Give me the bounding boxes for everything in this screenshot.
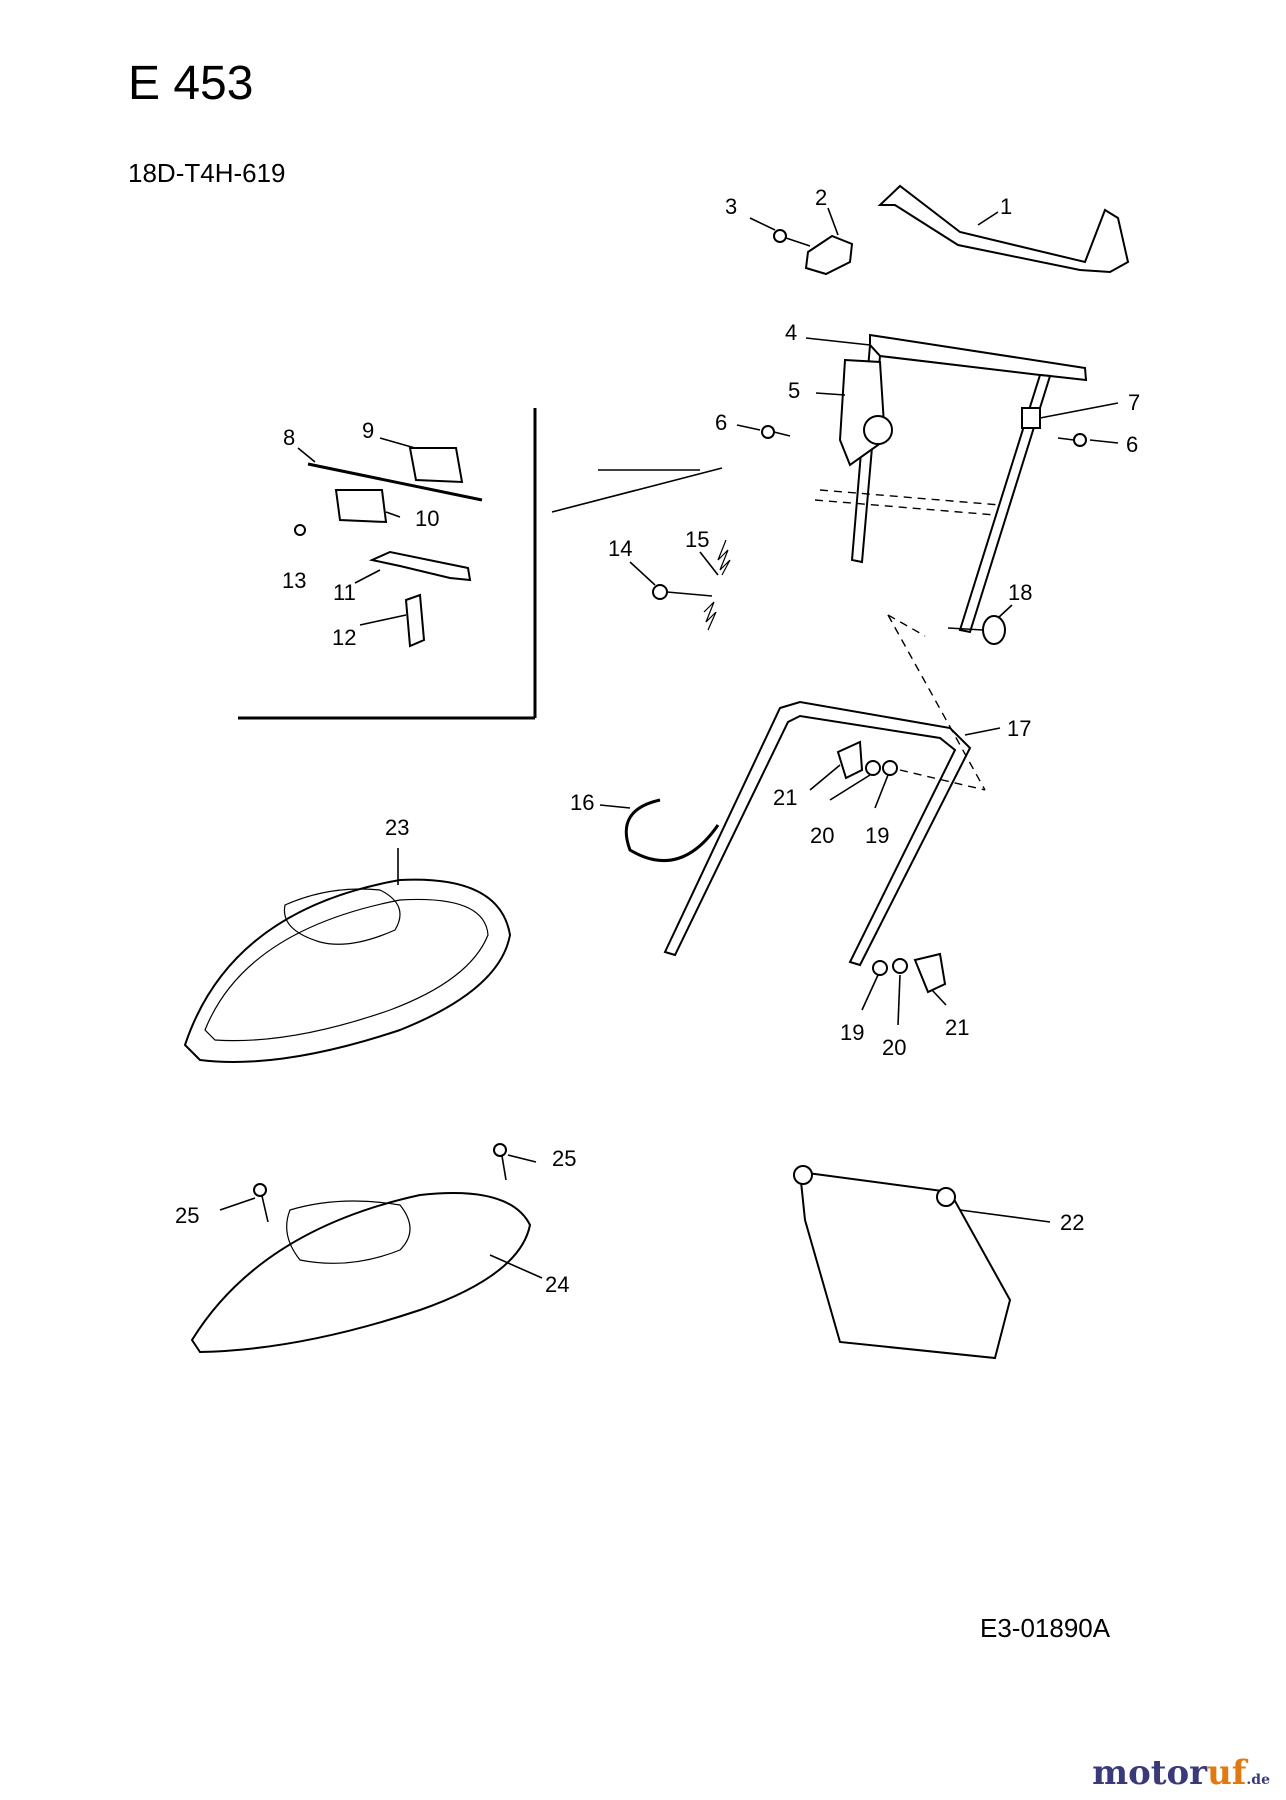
callout-1: 1 bbox=[1000, 194, 1012, 219]
callout-22: 22 bbox=[1060, 1210, 1084, 1235]
callout-25b: 25 bbox=[552, 1146, 576, 1171]
callout-9: 9 bbox=[362, 418, 374, 443]
model-number: 18D-T4H-619 bbox=[128, 158, 286, 188]
callout-14: 14 bbox=[608, 536, 632, 561]
callout-10: 10 bbox=[415, 506, 439, 531]
part-15-spring bbox=[703, 539, 731, 631]
callout-17: 17 bbox=[1007, 716, 1031, 741]
document-reference: E3-01890A bbox=[980, 1613, 1111, 1643]
callout-12: 12 bbox=[332, 625, 356, 650]
callout-labels: 1 2 3 4 5 6 6 7 8 9 10 11 12 13 14 15 16… bbox=[175, 185, 1140, 1297]
callout-23: 23 bbox=[385, 815, 409, 840]
callout-20a: 20 bbox=[810, 823, 834, 848]
part-1-upper-handle bbox=[877, 184, 1130, 274]
part-11-spring-bracket bbox=[368, 550, 472, 582]
callout-15: 15 bbox=[685, 527, 709, 552]
part-9-switch-lever bbox=[408, 447, 464, 484]
callout-7: 7 bbox=[1128, 390, 1140, 415]
part-3-screw bbox=[773, 229, 811, 247]
part-14-bolt bbox=[652, 584, 713, 600]
callout-6a: 6 bbox=[715, 410, 727, 435]
part-8-rod bbox=[307, 462, 483, 502]
callout-6b: 6 bbox=[1126, 432, 1138, 457]
callout-20b: 20 bbox=[882, 1035, 906, 1060]
diagram-title: E 453 bbox=[128, 57, 254, 110]
callout-25a: 25 bbox=[175, 1203, 199, 1228]
callout-5: 5 bbox=[788, 378, 800, 403]
part-19-20-21-knob-set-upper bbox=[836, 740, 898, 780]
callout-21a: 21 bbox=[773, 785, 797, 810]
callout-2: 2 bbox=[815, 185, 827, 210]
callout-21b: 21 bbox=[945, 1015, 969, 1040]
part-6-screws bbox=[761, 425, 1087, 447]
part-13-screw bbox=[294, 524, 306, 536]
part-5-switch-box bbox=[838, 358, 893, 467]
part-23-hood bbox=[183, 878, 512, 1063]
callout-18: 18 bbox=[1008, 580, 1032, 605]
inset-frame bbox=[238, 408, 723, 720]
callout-19b: 19 bbox=[840, 1020, 864, 1045]
callout-19a: 19 bbox=[865, 823, 889, 848]
part-18-bolt bbox=[947, 615, 1006, 645]
callout-3: 3 bbox=[725, 194, 737, 219]
part-24-base bbox=[190, 1192, 532, 1354]
callout-8: 8 bbox=[283, 425, 295, 450]
watermark-logo: motoruf.de bbox=[1092, 1753, 1270, 1793]
part-12-clip bbox=[404, 593, 426, 648]
part-17-lower-handle bbox=[663, 614, 986, 967]
leader-lines bbox=[219, 207, 1119, 1279]
callout-13: 13 bbox=[282, 568, 306, 593]
part-19-20-21-knob-set-lower bbox=[872, 952, 947, 994]
part-10-switch-button bbox=[334, 489, 388, 524]
part-2-clamp bbox=[804, 234, 854, 276]
callout-24: 24 bbox=[545, 1272, 569, 1297]
callout-4: 4 bbox=[785, 320, 797, 345]
part-25-screws bbox=[253, 1143, 507, 1223]
part-16-cable-clip bbox=[624, 798, 720, 863]
part-7-cable-clip bbox=[1021, 407, 1041, 429]
callout-16: 16 bbox=[570, 790, 594, 815]
callout-11: 11 bbox=[333, 580, 356, 605]
part-22-flap bbox=[793, 1165, 1012, 1360]
